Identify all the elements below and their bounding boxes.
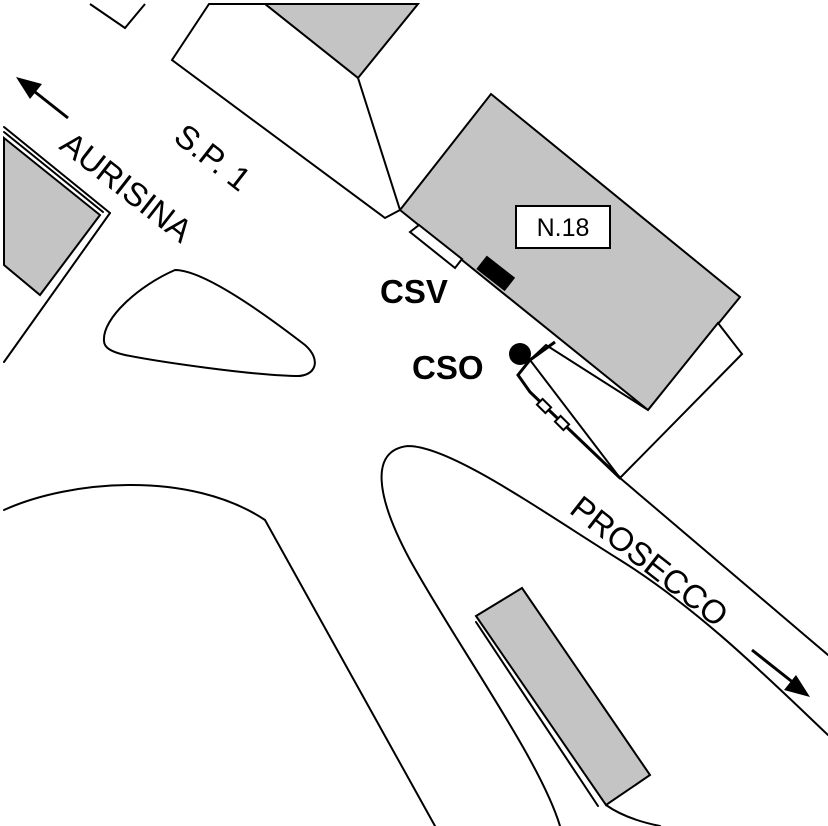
csv-label: CSV [380, 273, 448, 310]
median-prosecco [380, 445, 828, 826]
curb-building-bottom [475, 621, 599, 807]
traffic-island [102, 269, 316, 378]
markers [476, 255, 531, 365]
arrow-aurisina-icon [16, 77, 69, 120]
building-outlines [89, 3, 744, 480]
cso-label: CSO [412, 349, 484, 386]
pipe-fitting-2 [553, 414, 571, 432]
house-number-label: N.18 [537, 214, 590, 242]
curb-left-lower [3, 212, 111, 363]
house-number-box [515, 205, 611, 249]
pipe-line [516, 340, 622, 480]
outline-top-left [89, 3, 146, 30]
pipe-fitting-1 [535, 397, 553, 415]
cso-marker-icon [509, 343, 531, 365]
curb-prosecco-upper [619, 477, 828, 656]
building-left [3, 135, 102, 297]
porch [408, 223, 464, 270]
road-curve-left [3, 484, 436, 826]
outline-top-center [170, 3, 402, 220]
road-bottom-curve [605, 804, 661, 826]
csv-marker-icon [476, 255, 516, 292]
roads [3, 126, 828, 826]
curb-left-upper [3, 126, 111, 214]
building-bottom [474, 586, 652, 807]
arrows [16, 77, 810, 697]
buildings [3, 2, 742, 807]
curb-left-inner [3, 131, 104, 213]
arrow-prosecco-icon [751, 648, 810, 697]
